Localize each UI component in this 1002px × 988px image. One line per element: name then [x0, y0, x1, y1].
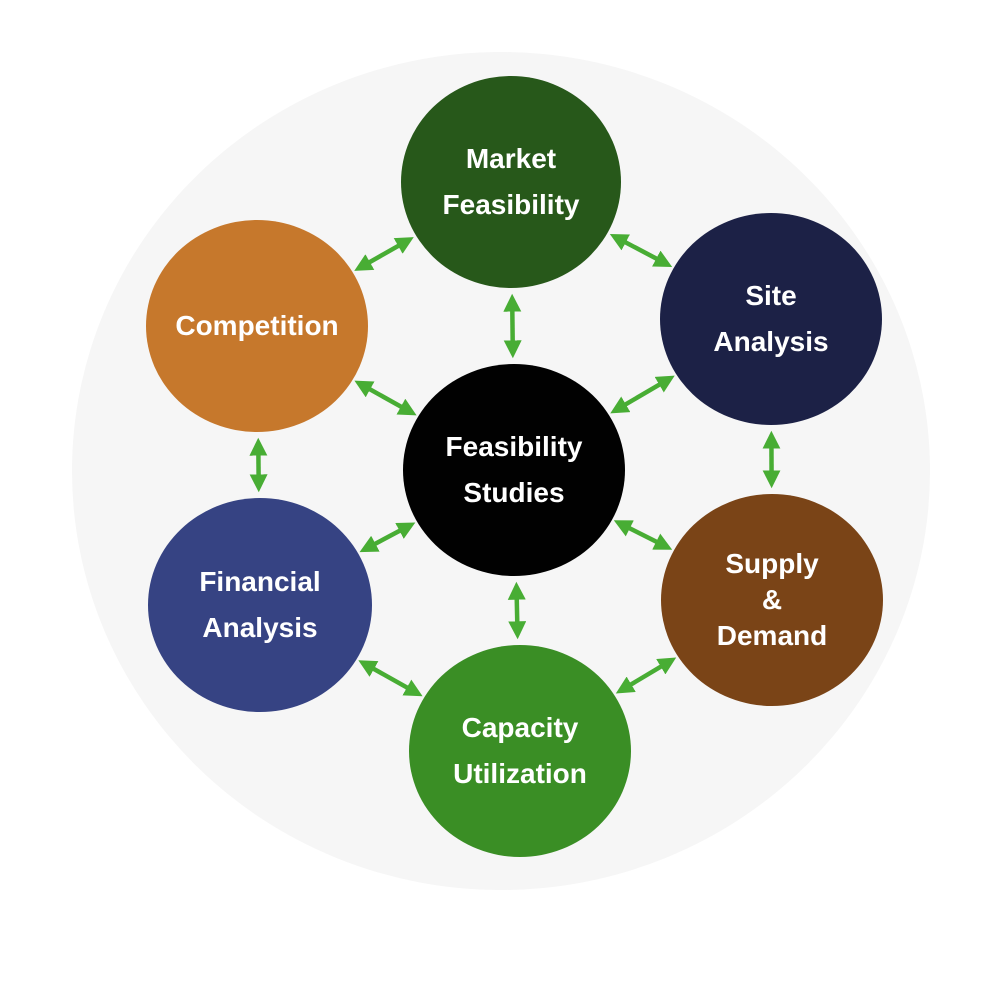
node-site-analysis-label: Site Analysis — [713, 280, 829, 357]
arrow-center-market — [503, 293, 522, 359]
node-financial-analysis-label: Financial Analysis — [199, 566, 321, 643]
node-supply-demand: Supply & Demand — [661, 494, 883, 706]
node-capacity-utilization: Capacity Utilization — [409, 645, 631, 857]
node-supply-demand-label: Supply & Demand — [716, 548, 828, 651]
node-feasibility-studies-center: Feasibility Studies — [403, 364, 625, 576]
arrow-cap-fin — [358, 660, 423, 697]
arrow-market-site — [609, 234, 673, 267]
node-competition: Competition — [146, 220, 368, 432]
node-feasibility-studies-label: Feasibility Studies — [445, 431, 583, 508]
arrow-supply-cap — [615, 657, 677, 694]
node-market-feasibility: Market Feasibility — [401, 76, 621, 288]
node-site-analysis: Site Analysis — [660, 213, 882, 425]
node-financial-analysis: Financial Analysis — [148, 498, 372, 712]
arrow-center-cap — [507, 581, 527, 640]
node-capacity-utilization-label: Capacity Utilization — [453, 712, 587, 789]
arrow-center-supply — [613, 520, 673, 550]
node-market-feasibility-label: Market Feasibility — [442, 143, 580, 220]
arrow-center-fin — [359, 522, 416, 553]
node-competition-label: Competition — [175, 310, 339, 341]
arrow-center-site — [610, 375, 675, 414]
arrow-center-comp — [354, 380, 417, 416]
arrow-comp-market — [354, 237, 414, 271]
